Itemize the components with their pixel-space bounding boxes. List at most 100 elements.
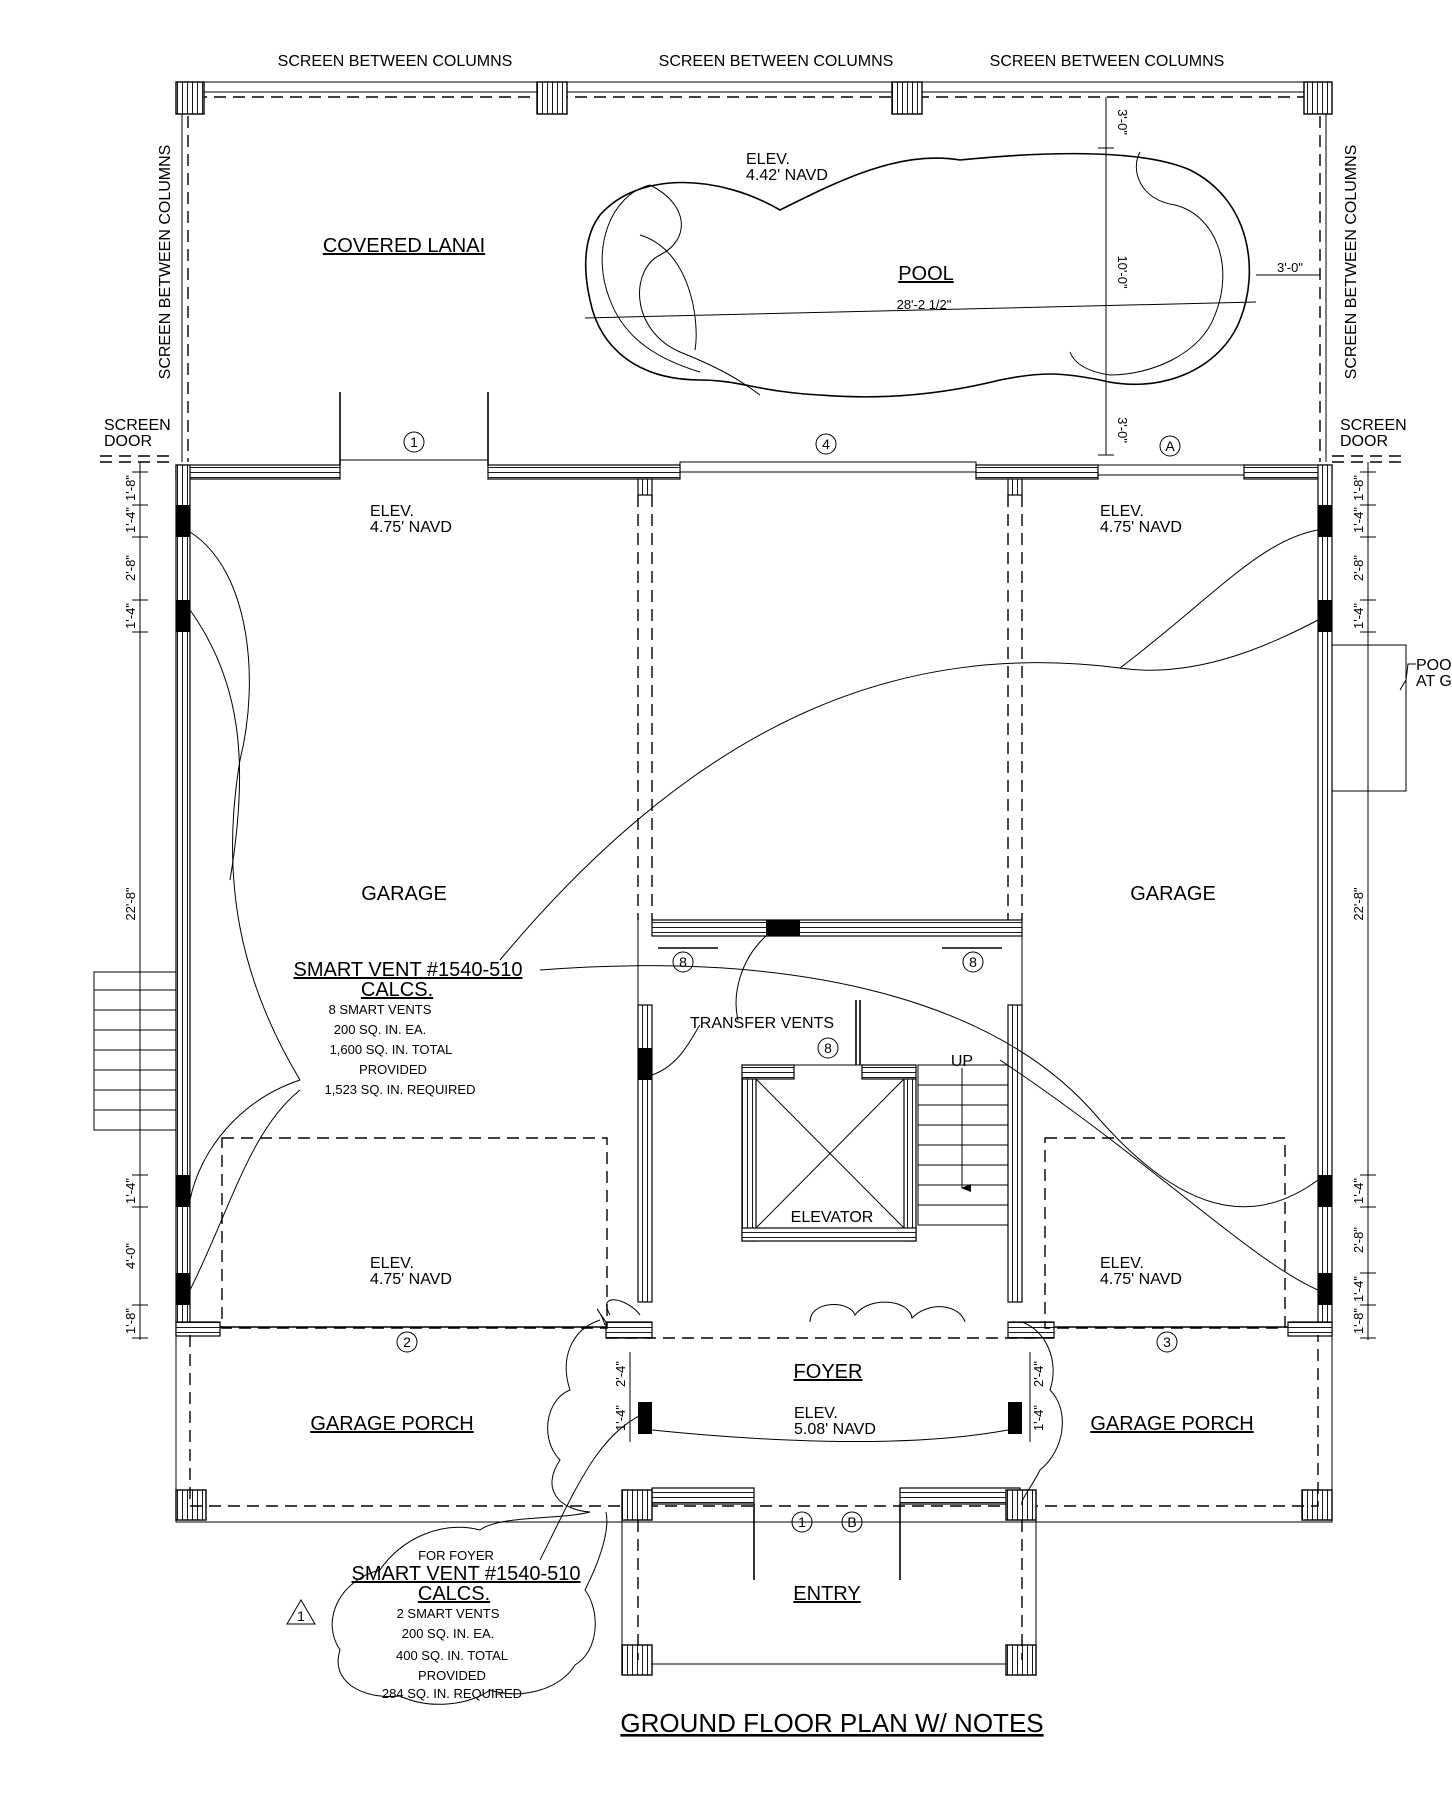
dim-right-3: 2'-8" [1351,555,1366,581]
foyer-elev-label: ELEV. [794,1405,838,1422]
dim-right-6: 1'-4" [1351,1178,1366,1204]
garage-tr-elev-label: ELEV. [1100,503,1144,520]
garage-tl-elev-label: ELEV. [370,503,414,520]
dims-left: 1'-8" 1'-4" 2'-8" 1'-4" 22'-8" 1'-4" 4'-… [123,475,138,1334]
dim-left-8: 1'-8" [123,1308,138,1334]
dim-left-1: 1'-8" [123,475,138,501]
tag-door-3: 3 [1163,1334,1171,1350]
label-screen-door-right-1: SCREEN [1340,417,1407,434]
dim-left-4: 1'-4" [123,603,138,629]
pool-bottom-offset-dim: 3'-0" [1115,417,1130,443]
vent-note-foyer-total: 400 SQ. IN. TOTAL [396,1648,508,1663]
pool-equipment-pad [1331,644,1407,792]
exterior-walls [93,461,1407,1523]
label-screen-right: SCREEN BETWEEN COLUMNS [1343,145,1360,380]
lanai-outline [100,81,1405,463]
vent-note-foyer-for: FOR FOYER [418,1548,494,1563]
door-a-track [1097,464,1245,476]
room-entry: ENTRY [793,1583,860,1605]
pool-elev-label: ELEV. [746,151,790,168]
tag-vent-8-left: 8 [679,954,687,970]
vent-note-garage-each: 200 SQ. IN. EA. [334,1022,427,1037]
dims-right: 1'-8" 1'-4" 2'-8" 1'-4" 22'-8" 1'-4" 2'-… [1351,475,1366,1334]
room-foyer: FOYER [794,1361,863,1383]
wall-center-right [1007,1004,1023,1303]
wall-top-mid-left [487,464,681,480]
garage-br-elev-value: 4.75' NAVD [1100,1271,1182,1288]
garage-tl-elev-value: 4.75' NAVD [370,519,452,536]
side-stair [93,971,177,1131]
vent-note-foyer-each: 200 SQ. IN. EA. [402,1626,495,1641]
interior-walls [605,478,1055,1676]
car-outline-left [221,1137,608,1329]
tag-door-4: 4 [822,436,830,452]
dim-right-9: 1'-8" [1351,1308,1366,1334]
vent-note-garage-title: SMART VENT #1540-510 [293,959,522,981]
tag-door-1-top: 1 [410,434,418,450]
tag-door-a: A [1165,438,1175,454]
room-elevator: ELEVATOR [791,1209,874,1226]
pool-length-dim: 28'-2 1/2" [897,297,952,312]
smart-vents [176,505,1332,1434]
door-tags: 1 4 A 2 3 1 B 8 8 8 1 [286,431,1181,1625]
dim-right-5: 22'-8" [1351,887,1366,921]
vent-note-foyer-title: SMART VENT #1540-510 [351,1563,580,1585]
dim-left-3: 2'-8" [123,555,138,581]
wall-top-mid-right [975,464,1099,480]
label-transfer-vents: TRANSFER VENTS [690,1015,834,1032]
column-top-right [1303,81,1333,115]
stair [917,1064,1009,1226]
label-screen-door-left-2: DOOR [104,433,152,450]
vent-note-garage-required: 1,523 SQ. IN. REQUIRED [325,1082,476,1097]
label-screen-left: SCREEN BETWEEN COLUMNS [157,145,174,380]
dim-right-7: 2'-8" [1351,1227,1366,1253]
dim-foyer-right-b: 1'-4" [1031,1405,1046,1431]
door-4-slider [679,461,977,473]
room-garage-porch-left: GARAGE PORCH [310,1413,473,1435]
dim-left-5: 22'-8" [123,887,138,921]
wall-top-left [175,464,341,480]
pool-width-dim: 10'-0" [1115,255,1130,289]
dims-foyer: 2'-4" 1'-4" 2'-4" 1'-4" [613,1361,1046,1431]
vent-note-garage-provided: PROVIDED [359,1062,427,1077]
label-screen-door-left-1: SCREEN [104,417,171,434]
tag-door-2: 2 [403,1334,411,1350]
garage-bl-elev-value: 4.75' NAVD [370,1271,452,1288]
vent-leaders [189,529,1319,1561]
label-pool-equipment-1: POOI [1416,657,1452,674]
dim-foyer-right-a: 2'-4" [1031,1361,1046,1387]
label-screen-top-right: SCREEN BETWEEN COLUMNS [990,53,1225,70]
label-screen-top-left: SCREEN BETWEEN COLUMNS [278,53,513,70]
label-stair-up: UP [951,1053,973,1070]
garage-tr-elev-value: 4.75' NAVD [1100,519,1182,536]
pool-side-offset-dim: 3'-0" [1277,260,1303,275]
tag-revision: 1 [297,1608,305,1624]
tag-door-b: B [847,1514,856,1530]
tag-vent-8-center: 8 [824,1040,832,1056]
dim-right-1: 1'-8" [1351,475,1366,501]
room-pool: POOL [898,263,954,285]
garage-br-elev-label: ELEV. [1100,1255,1144,1272]
pool-top-offset-dim: 3'-0" [1115,109,1130,135]
dim-right-2: 1'-4" [1351,507,1366,533]
column-top-center-left [536,81,568,115]
car-outline-right [1044,1137,1286,1329]
dim-foyer-left-a: 2'-4" [613,1361,628,1387]
garage-bl-elev-label: ELEV. [370,1255,414,1272]
vent-note-foyer-required: 284 SQ. IN. REQUIRED [382,1686,522,1701]
dim-left-7: 4'-0" [123,1243,138,1269]
vent-note-foyer-provided: PROVIDED [418,1668,486,1683]
elevator [741,1064,917,1242]
vent-note-garage-count: 8 SMART VENTS [329,1002,432,1017]
room-garage-right: GARAGE [1130,883,1216,905]
dim-right-4: 1'-4" [1351,603,1366,629]
room-garage-porch-right: GARAGE PORCH [1090,1413,1253,1435]
vent-note-foyer-calcs: CALCS. [418,1583,490,1605]
pool [584,97,1320,455]
room-covered-lanai: COVERED LANAI [323,235,485,257]
vent-note-garage-calcs: CALCS. [361,979,433,1001]
dim-left-2: 1'-4" [123,507,138,533]
label-pool-equipment-2: AT G [1416,673,1452,690]
label-screen-door-right-2: DOOR [1340,433,1388,450]
door-swings-top [339,392,489,465]
